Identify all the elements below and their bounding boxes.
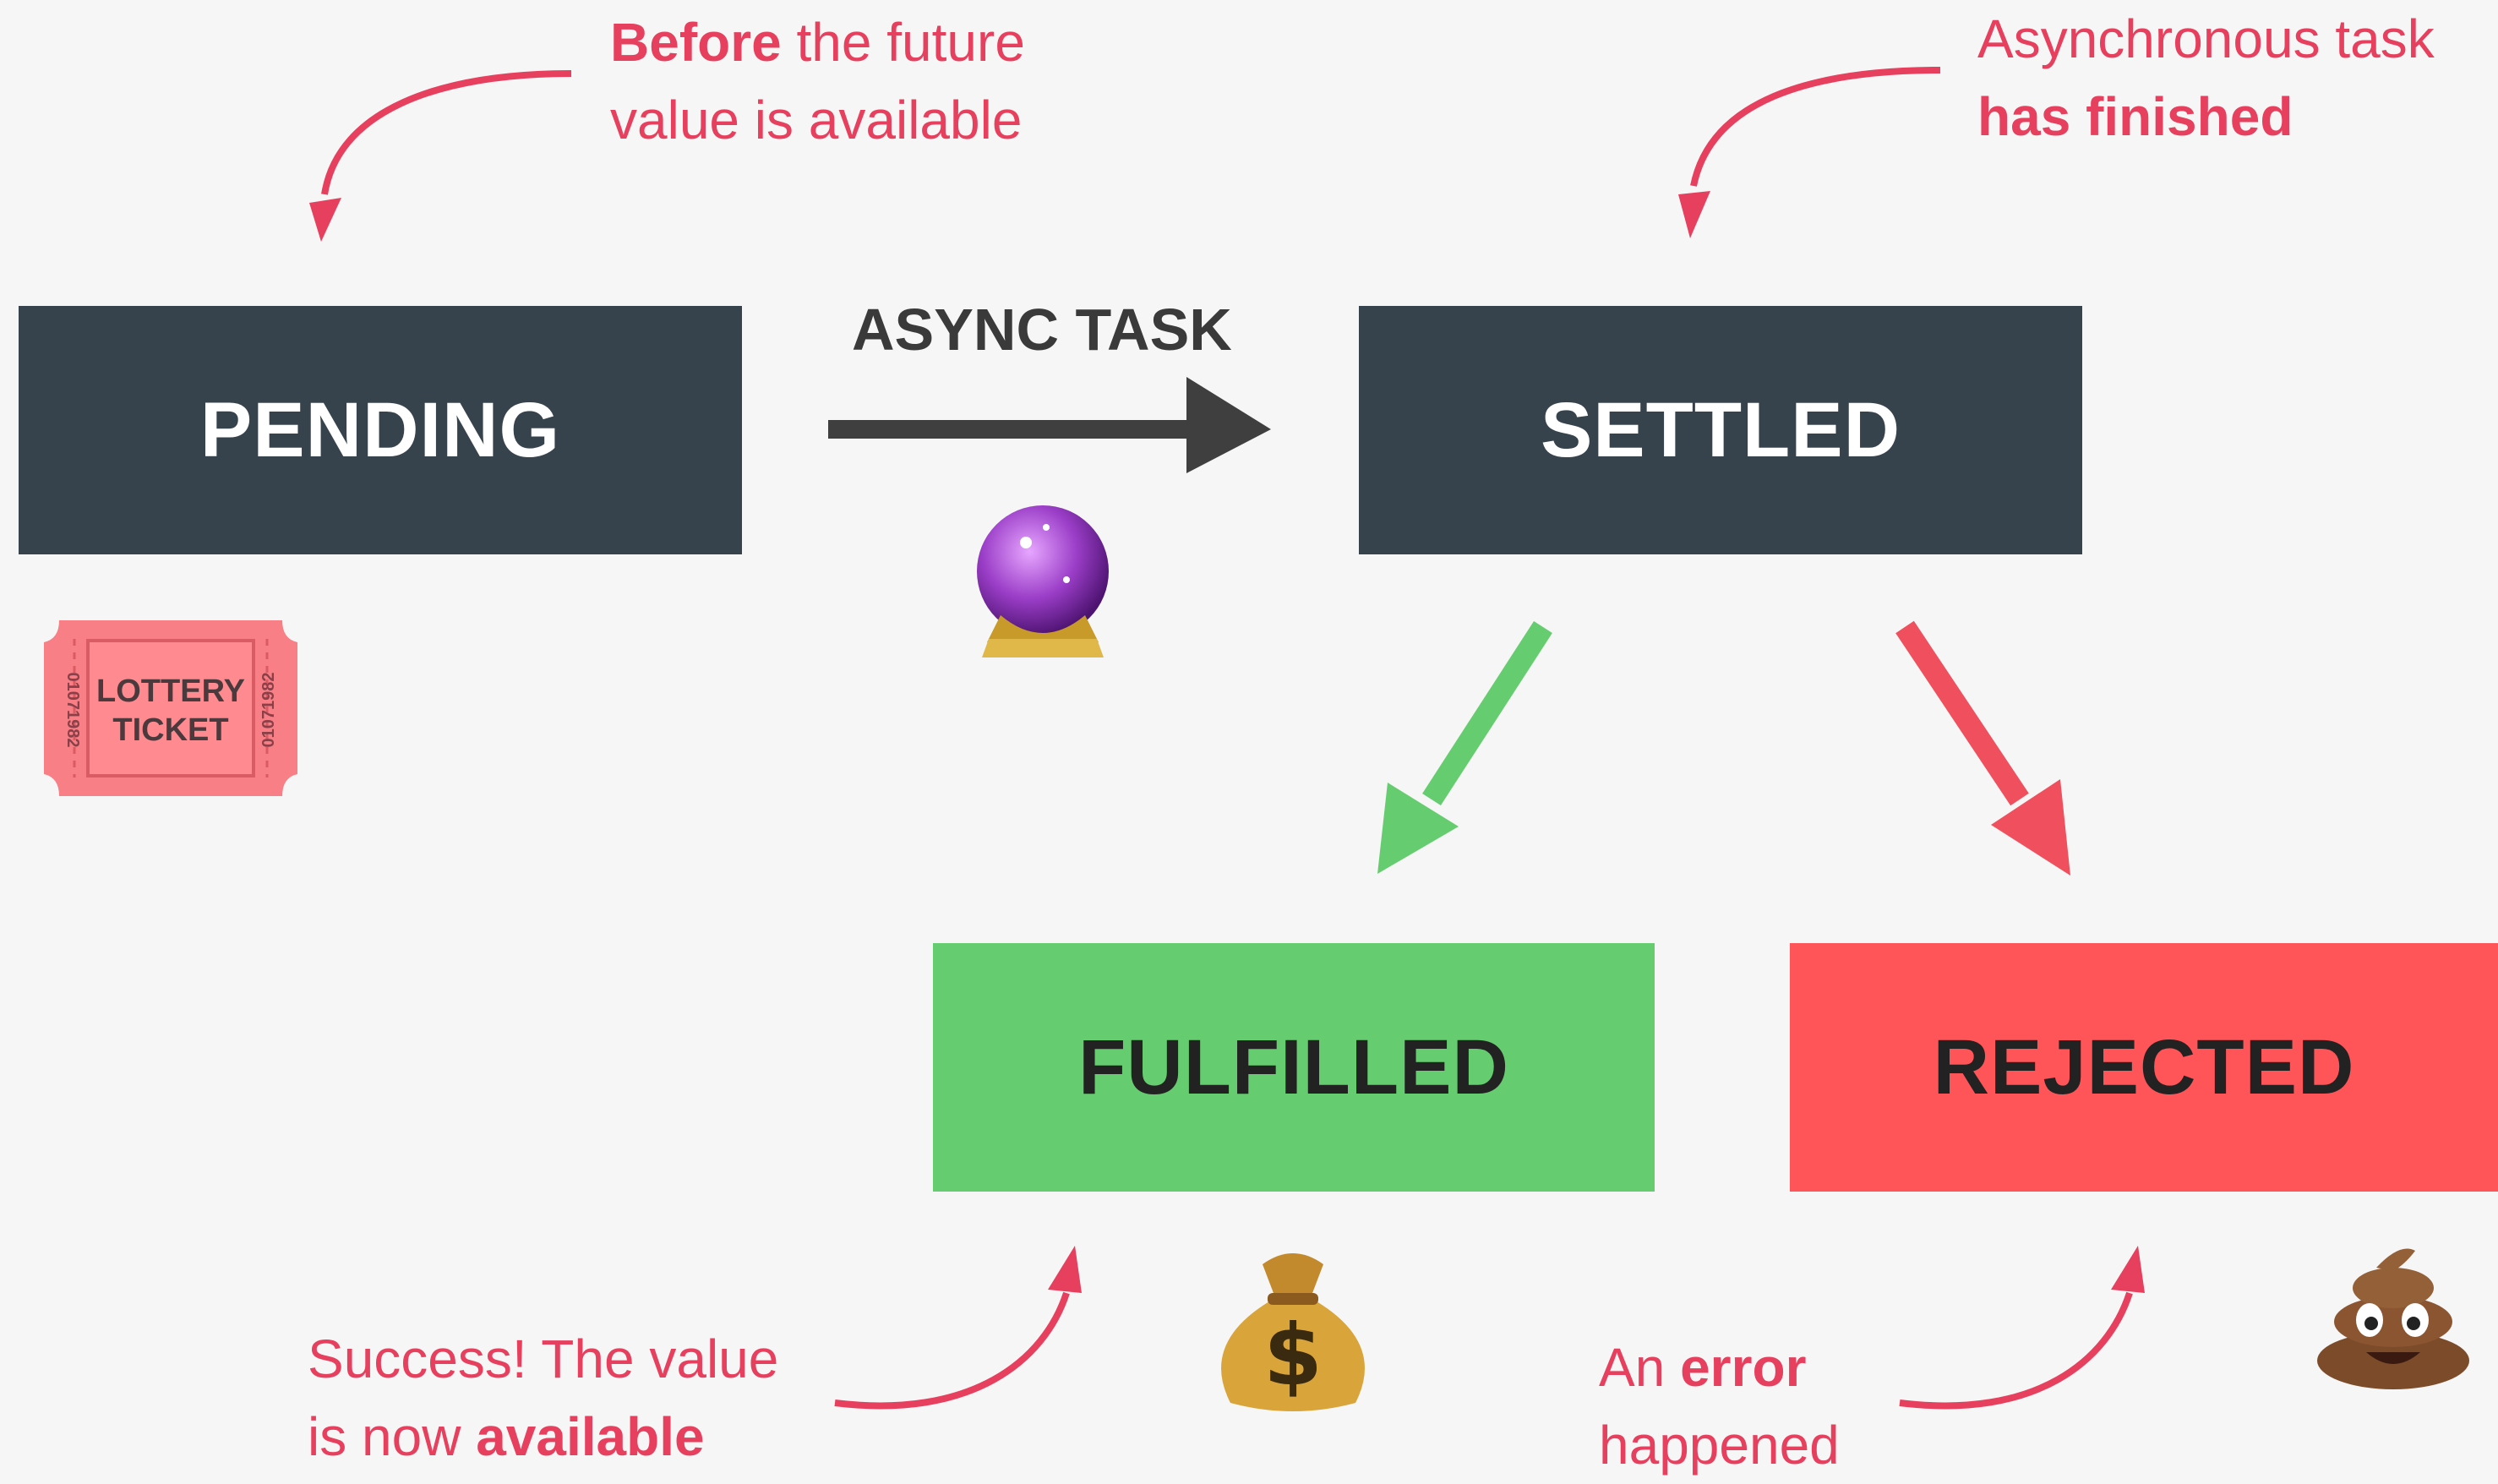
pending-note-bold: Before [610,12,782,73]
pile-of-poo-icon [2317,1248,2469,1389]
settled-note-arrow [1678,67,1941,238]
ticket-line2: TICKET [112,712,228,748]
pending-note-line2: value is available [610,90,1023,150]
pending-note: Before the future value is available [610,3,1025,159]
pending-label: PENDING [199,386,561,473]
fulfilled-note: Success! The value is now available [308,1320,778,1476]
rejected-note: An error happened [1599,1329,1840,1484]
rejected-note-arrow [1899,1246,2145,1410]
fulfilled-note-bold: available [476,1406,705,1467]
rejected-transition-arrow [1895,620,2070,876]
fulfilled-transition-arrow [1377,620,1552,874]
crystal-ball-icon [977,505,1109,657]
rejected-state: REJECTED [1790,943,2498,1192]
fulfilled-note-line1: Success! The value [308,1329,779,1389]
rejected-note-line2: happened [1599,1415,1840,1476]
svg-text:$: $ [1263,1306,1323,1405]
settled-state: SETTLED [1359,306,2082,554]
rejected-note-prefix: An [1599,1337,1681,1398]
ticket-line1: LOTTERY [96,674,245,709]
fulfilled-state: FULFILLED [933,943,1655,1192]
settled-note-line1: Asynchronous task [1977,8,2435,69]
money-bag-icon: $ [1221,1253,1365,1411]
fulfilled-label: FULFILLED [1078,1023,1509,1110]
pending-note-arrow [309,70,572,242]
lottery-ticket-icon: LOTTERY TICKET 01071982 01071982 [44,620,297,796]
rejected-note-bold: error [1680,1337,1807,1398]
async-task-arrow [828,377,1271,473]
ticket-serial-left: 01071982 [63,673,82,748]
ticket-serial-right: 01071982 [259,673,278,748]
fulfilled-note-arrow [834,1246,1082,1410]
async-task-label: ASYNC TASK [852,297,1232,363]
settled-note-bold: has finished [1977,86,2293,147]
settled-note: Asynchronous task has finished [1977,0,2435,155]
rejected-label: REJECTED [1933,1023,2355,1110]
pending-note-line1: the future [781,12,1025,73]
fulfilled-note-line2-prefix: is now [308,1406,477,1467]
pending-state: PENDING [19,306,742,554]
settled-label: SETTLED [1540,386,1901,473]
